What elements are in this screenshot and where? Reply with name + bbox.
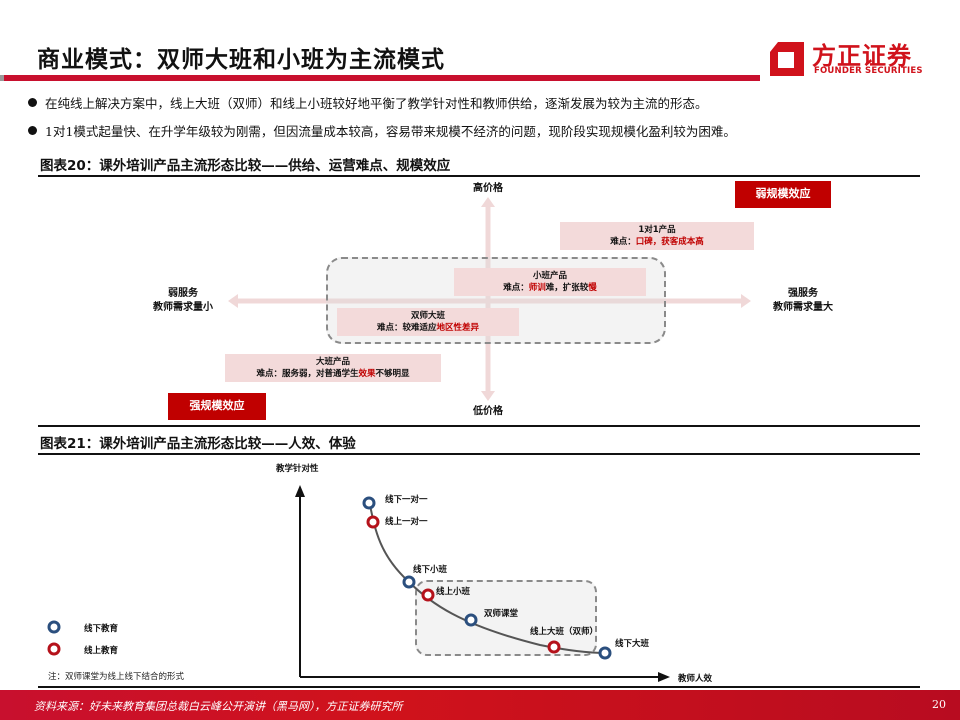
point-label: 线下一对一 bbox=[385, 495, 428, 505]
x-axis-label: 教师人效 bbox=[678, 674, 713, 684]
badge-strong-scale: 强规模效应 bbox=[168, 393, 266, 420]
logo-text-cn: 方正证券 bbox=[812, 42, 912, 70]
figure20-top-rule bbox=[38, 175, 920, 177]
bullet-item: 1对1模式起量快、在升学年级较为刚需，但因流量成本较高，容易带来规模不经济的问题… bbox=[28, 121, 736, 140]
page-title: 商业模式：双师大班和小班为主流模式 bbox=[37, 47, 445, 73]
product-dual-teacher: 双师大班 难点：较难适应地区性差异 bbox=[337, 308, 519, 336]
logo-text-en: FOUNDER SECURITIES bbox=[814, 66, 923, 76]
axis-label-high-price: 高价格 bbox=[473, 183, 503, 194]
legend-offline: 线下教育 bbox=[84, 624, 119, 634]
y-axis-label: 教学针对性 bbox=[276, 464, 319, 474]
point-label: 双师课堂 bbox=[484, 609, 519, 619]
axis-label-strong-service: 强服务 教师需求量大 bbox=[773, 288, 833, 313]
figure21-bottom-rule bbox=[38, 686, 920, 688]
figure21-note: 注：双师课堂为线上线下结合的形式 bbox=[48, 672, 185, 682]
point-label: 线下大班 bbox=[615, 639, 650, 649]
bullet-item: 在纯线上解决方案中，线上大班（双师）和线上小班较好地平衡了教学针对性和教师供给，… bbox=[28, 93, 708, 112]
source-note: 资料来源：好未来教育集团总裁白云峰公开演讲（黑马网），方正证券研究所 bbox=[34, 700, 403, 713]
figure20-title: 图表20：课外培训产品主流形态比较——供给、运营难点、规模效应 bbox=[40, 158, 451, 174]
company-logo: 方正证券 FOUNDER SECURITIES bbox=[768, 38, 948, 82]
figure21-chart bbox=[47, 485, 670, 682]
figure20-bottom-rule bbox=[38, 425, 920, 427]
page-number: 20 bbox=[932, 698, 946, 711]
figure21-top-rule bbox=[38, 453, 920, 455]
footer-bar: 资料来源：好未来教育集团总裁白云峰公开演讲（黑马网），方正证券研究所 20 bbox=[0, 690, 960, 720]
legend-online: 线上教育 bbox=[84, 646, 119, 656]
axis-label-low-price: 低价格 bbox=[473, 406, 503, 417]
bullet-dot-icon bbox=[28, 126, 37, 135]
online-highlight-box bbox=[415, 580, 597, 656]
axis-label-weak-service: 弱服务 教师需求量小 bbox=[153, 288, 213, 313]
point-label: 线上大班（双师） bbox=[530, 627, 599, 637]
figure20-axes bbox=[228, 197, 751, 401]
founder-logo-icon bbox=[770, 42, 804, 76]
product-small-class: 小班产品 难点：师训难，扩张较慢 bbox=[454, 268, 646, 296]
title-underline-grey bbox=[0, 75, 4, 81]
product-large-class: 大班产品 难点：服务弱，对普通学生效果不够明显 bbox=[225, 354, 441, 382]
point-label: 线上一对一 bbox=[385, 517, 428, 527]
figure21-title: 图表21：课外培训产品主流形态比较——人效、体验 bbox=[40, 436, 356, 452]
product-one-on-one: 1对1产品 难点：口碑，获客成本高 bbox=[560, 222, 754, 250]
point-label: 线下小班 bbox=[413, 565, 448, 575]
badge-weak-scale: 弱规模效应 bbox=[735, 181, 831, 208]
bullet-dot-icon bbox=[28, 98, 37, 107]
title-underline bbox=[4, 75, 760, 81]
point-label: 线上小班 bbox=[436, 587, 471, 597]
